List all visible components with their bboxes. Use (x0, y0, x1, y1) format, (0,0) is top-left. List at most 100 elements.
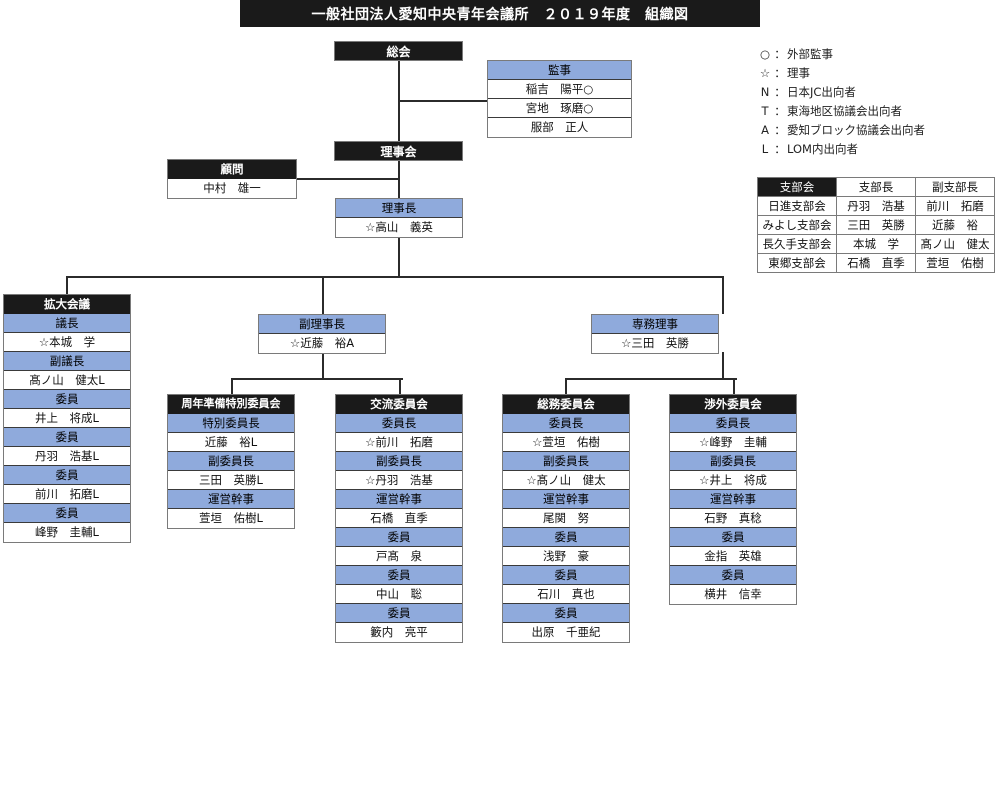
node-soumu-name: ☆萱垣 佑樹 (503, 433, 629, 452)
node-kakudai-name: 井上 将成L (4, 409, 130, 428)
node-rijicho-header: 理事長 (336, 199, 462, 218)
legend-item: N ： 日本JC出向者 (757, 82, 997, 101)
node-soumu-committee[interactable]: 総務委員会 委員長 ☆萱垣 佑樹 副委員長 ☆髙ノ山 健太 運営幹事 尾関 努 … (502, 394, 630, 643)
table-header-row: 支部会 支部長 副支部長 (757, 177, 995, 197)
node-kanji[interactable]: 監事 稲吉 陽平○ 宮地 琢磨○ 服部 正人 (487, 60, 632, 138)
node-kakudai-name: 前川 拓磨L (4, 485, 130, 504)
node-shogai-committee[interactable]: 渉外委員会 委員長 ☆峰野 圭輔 副委員長 ☆井上 将成 運営幹事 石野 真稔 … (669, 394, 797, 605)
legend: ○ ： 外部監事 ☆ ： 理事 N ： 日本JC出向者 T ： 東海地区協議会出… (757, 44, 997, 158)
legend-colon: ： (774, 65, 786, 80)
connector-to-shunen (231, 378, 233, 395)
table-row: 東郷支部会 石橋 直季 萱垣 佑樹 (757, 253, 995, 273)
node-shogai-name: ☆峰野 圭輔 (670, 433, 796, 452)
legend-colon: ： (774, 46, 786, 61)
legend-symbol-n-icon: N (760, 84, 770, 99)
legend-text: 愛知ブロック協議会出向者 (787, 122, 925, 137)
node-senmuriji-member: ☆三田 英勝 (592, 334, 718, 353)
connector-fukurijicho-bus (231, 378, 403, 380)
node-shogai-name: ☆井上 将成 (670, 471, 796, 490)
branch-name: 東郷支部会 (757, 253, 837, 273)
node-shogai-role: 委員 (670, 528, 796, 547)
node-koryu-role: 委員 (336, 528, 462, 547)
vice-branch-chief: 髙ノ山 健太 (915, 234, 995, 254)
connector-rijikai-rijicho (398, 161, 400, 198)
node-koryu-name: ☆丹羽 浩基 (336, 471, 462, 490)
connector-to-koryu (399, 378, 401, 395)
node-koryu-name: 石橋 直季 (336, 509, 462, 528)
node-shunen-name: 三田 英勝L (168, 471, 294, 490)
node-soumu-name: 石川 真也 (503, 585, 629, 604)
node-shunen-role: 運営幹事 (168, 490, 294, 509)
node-kakudai-name: ☆本城 学 (4, 333, 130, 352)
column-header-branch: 支部会 (757, 177, 837, 197)
branch-chief: 本城 学 (836, 234, 916, 254)
node-soumu-role: 委員長 (503, 414, 629, 433)
node-kakudai-role: 委員 (4, 504, 130, 523)
node-kakudai-name: 髙ノ山 健太L (4, 371, 130, 390)
node-senmuriji[interactable]: 専務理事 ☆三田 英勝 (591, 314, 719, 354)
node-soumu-role: 委員 (503, 604, 629, 623)
branch-chief: 丹羽 浩基 (836, 196, 916, 216)
connector-rijicho-bus (398, 237, 400, 277)
vice-branch-chief: 萱垣 佑樹 (915, 253, 995, 273)
node-koryu-role: 委員 (336, 566, 462, 585)
node-shunen-name: 萱垣 佑樹L (168, 509, 294, 528)
node-soumu-name: 尾関 努 (503, 509, 629, 528)
legend-colon: ： (774, 141, 786, 156)
node-kakudai-kaigi[interactable]: 拡大会議 議長 ☆本城 学 副議長 髙ノ山 健太L 委員 井上 将成L 委員 丹… (3, 294, 131, 543)
branch-chief: 石橋 直季 (836, 253, 916, 273)
node-soumu-name: ☆髙ノ山 健太 (503, 471, 629, 490)
node-kanji-header: 監事 (488, 61, 631, 80)
legend-item: T ： 東海地区協議会出向者 (757, 101, 997, 120)
node-koryu-header: 交流委員会 (336, 395, 462, 414)
node-soukai[interactable]: 総会 (334, 41, 463, 61)
table-row: 長久手支部会 本城 学 髙ノ山 健太 (757, 234, 995, 254)
node-koryu-role: 運営幹事 (336, 490, 462, 509)
legend-text: 理事 (787, 65, 810, 80)
node-koryu-committee[interactable]: 交流委員会 委員長 ☆前川 拓磨 副委員長 ☆丹羽 浩基 運営幹事 石橋 直季 … (335, 394, 463, 643)
legend-colon: ： (774, 84, 786, 99)
node-soumu-role: 運営幹事 (503, 490, 629, 509)
node-rijicho[interactable]: 理事長 ☆高山 義英 (335, 198, 463, 238)
node-kanji-member: 宮地 琢磨○ (488, 99, 631, 118)
node-shogai-role: 副委員長 (670, 452, 796, 471)
branch-office-table: 支部会 支部長 副支部長 日進支部会 丹羽 浩基 前川 拓磨 みよし支部会 三田… (757, 177, 995, 273)
node-shogai-header: 渉外委員会 (670, 395, 796, 414)
connector-kanji (398, 100, 488, 102)
node-kakudai-role: 委員 (4, 390, 130, 409)
vice-branch-chief: 近藤 裕 (915, 215, 995, 235)
legend-item: A ： 愛知ブロック協議会出向者 (757, 120, 997, 139)
connector-to-shogai (733, 378, 735, 395)
node-senmuriji-header: 専務理事 (592, 315, 718, 334)
node-rijikai[interactable]: 理事会 (334, 141, 463, 161)
legend-symbol-circle-icon: ○ (759, 46, 771, 61)
node-shogai-name: 金指 英雄 (670, 547, 796, 566)
node-soumu-role: 副委員長 (503, 452, 629, 471)
node-kakudai-name: 峰野 圭輔L (4, 523, 130, 542)
node-shunen-name: 近藤 裕L (168, 433, 294, 452)
page-title: 一般社団法人愛知中央青年会議所 ２０１９年度 組織図 (240, 0, 760, 27)
node-kakudai-role: 副議長 (4, 352, 130, 371)
node-soumu-name: 出原 千亜紀 (503, 623, 629, 642)
node-komon[interactable]: 顧問 中村 雄一 (167, 159, 297, 199)
connector-fukurijicho-down (322, 352, 324, 379)
connector-bus-to-senmuriji (722, 276, 724, 314)
node-shogai-role: 委員 (670, 566, 796, 585)
node-fukurijicho-member: ☆近藤 裕A (259, 334, 385, 353)
branch-name: みよし支部会 (757, 215, 837, 235)
node-shunen-role: 特別委員長 (168, 414, 294, 433)
branch-name: 日進支部会 (757, 196, 837, 216)
connector-senmuriji-down (722, 352, 724, 379)
node-shunen-committee[interactable]: 周年準備特別委員会 特別委員長 近藤 裕L 副委員長 三田 英勝L 運営幹事 萱… (167, 394, 295, 529)
node-komon-header: 顧問 (168, 160, 296, 179)
connector-to-soumu (565, 378, 567, 395)
node-koryu-name: ☆前川 拓磨 (336, 433, 462, 452)
table-row: 日進支部会 丹羽 浩基 前川 拓磨 (757, 196, 995, 216)
node-soumu-role: 委員 (503, 528, 629, 547)
node-shunen-header: 周年準備特別委員会 (168, 395, 294, 414)
node-soumu-role: 委員 (503, 566, 629, 585)
legend-text: LOM内出向者 (787, 141, 858, 156)
node-fukurijicho[interactable]: 副理事長 ☆近藤 裕A (258, 314, 386, 354)
legend-item: ○ ： 外部監事 (757, 44, 997, 63)
